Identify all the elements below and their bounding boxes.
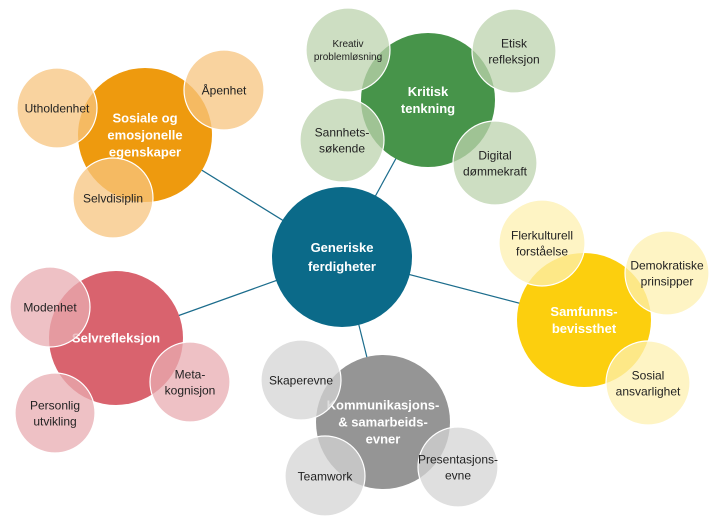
sub-bubble — [183, 49, 265, 131]
bubble-label: utvikling — [33, 414, 76, 428]
bubble-label: Etisk — [501, 36, 528, 50]
bubble-label: bevissthet — [552, 321, 617, 336]
bubble-label: evner — [366, 432, 401, 447]
center-node: Generiske ferdigheter — [272, 187, 412, 327]
sub-bubble — [452, 120, 538, 206]
bubble-label: Meta- — [175, 367, 206, 381]
bubble-label: Åpenhet — [202, 82, 247, 97]
bubble-label: Presentasjons- — [418, 452, 498, 466]
cluster-kritisk: Kritisk tenkning Kreativ problemløsning Etis… — [299, 7, 557, 206]
bubble-label: Skaperevne — [269, 373, 333, 387]
sub-bubble — [9, 266, 91, 348]
sub-bubble — [14, 372, 96, 454]
bubble-label: Sosiale og — [112, 111, 177, 126]
bubble-label: Kreativ — [332, 39, 363, 50]
bubble-label: & samarbeids- — [338, 415, 428, 430]
main-bubble — [361, 33, 495, 167]
bubble-label: Sosial — [632, 368, 665, 382]
bubble-label: Sannhets- — [315, 125, 370, 139]
bubble-label: Selvrefleksjon — [72, 331, 160, 346]
sub-bubble — [305, 7, 391, 93]
bubble-label: Demokratiske — [630, 258, 704, 272]
sub-bubble — [417, 426, 499, 508]
sub-bubble — [498, 199, 586, 287]
cluster-komm: Kommunikasjons- & samarbeids-evner Skapere… — [260, 339, 499, 517]
bubble-label: Flerkulturell — [511, 228, 573, 242]
bubble-label: problemløsning — [314, 52, 382, 63]
bubble-label: Modenhet — [23, 300, 77, 314]
bubble-label: forståelse — [516, 244, 568, 258]
bubble-label: egenskaper — [109, 145, 181, 160]
bubble-label: emosjonelle — [107, 128, 182, 143]
bubble-label: evne — [445, 468, 471, 482]
bubble-label: Kommunikasjons- — [327, 398, 440, 413]
bubble-label: søkende — [319, 141, 365, 155]
bubble-label: prinsipper — [641, 274, 694, 288]
sub-bubble — [16, 67, 98, 149]
bubble-label: dømmekraft — [463, 164, 528, 178]
bubble-label: Digital — [478, 148, 511, 162]
sub-bubble — [284, 435, 366, 517]
bubble-label: Teamwork — [298, 469, 354, 483]
sub-bubble — [624, 230, 710, 316]
sub-bubble — [72, 157, 154, 239]
sub-bubble — [299, 97, 385, 183]
cluster-sosiale: Sosiale og emosjonelle egenskaper Utholdenh… — [16, 49, 265, 239]
bubble-label: refleksjon — [488, 52, 539, 66]
sub-bubble — [260, 339, 342, 421]
bubble-label: Generiske — [311, 240, 374, 255]
bubble-label: Samfunns- — [550, 304, 617, 319]
bubble-label: Utholdenhet — [25, 101, 90, 115]
bubble-label: tenkning — [401, 101, 455, 116]
bubble-label: Kritisk — [408, 84, 449, 99]
center-bubble — [272, 187, 412, 327]
cluster-samfunn: Samfunns-bevissthet Flerkulturell forståel… — [498, 199, 710, 426]
bubble-label: ansvarlighet — [616, 384, 681, 398]
sub-bubble — [605, 340, 691, 426]
sub-bubble — [471, 8, 557, 94]
sub-bubble — [149, 341, 231, 423]
bubble-label: Selvdisiplin — [83, 191, 143, 205]
bubble-label: ferdigheter — [308, 259, 376, 274]
bubble-label: Personlig — [30, 398, 80, 412]
bubble-label: kognisjon — [165, 383, 216, 397]
